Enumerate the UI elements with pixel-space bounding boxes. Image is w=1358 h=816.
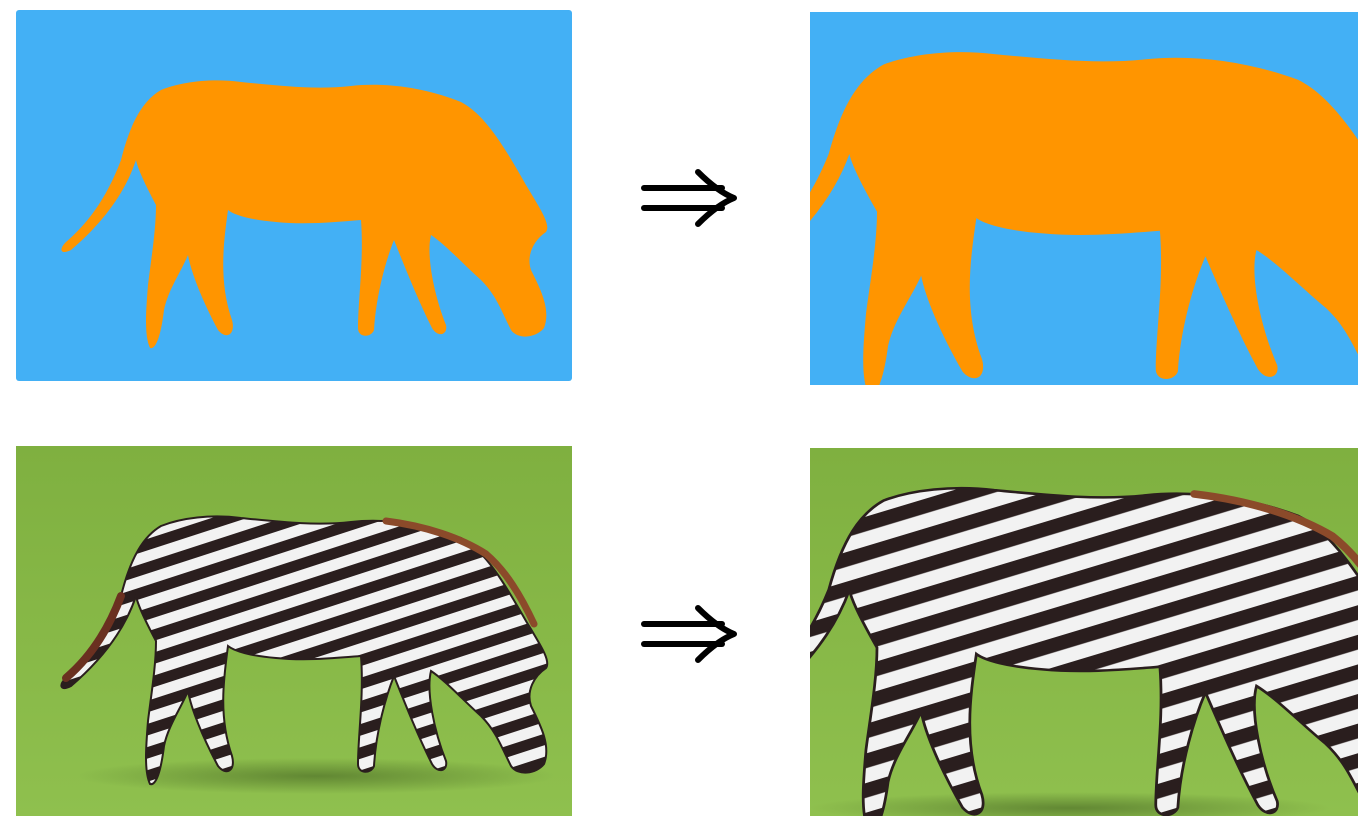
segmentation-mask-transformed-image (810, 12, 1358, 385)
zebra-tail (62, 592, 125, 682)
double-right-arrow-icon (641, 605, 737, 663)
zebra-mane (382, 517, 538, 628)
zebra (810, 486, 1358, 816)
zebra-photo-transformed (810, 448, 1358, 816)
double-right-arrow-icon (641, 169, 737, 227)
zebra (60, 515, 549, 786)
zebra-photo-transformed-image (810, 448, 1358, 816)
segmentation-mask-image (16, 10, 572, 381)
segmentation-mask-source (16, 10, 572, 381)
zebra-photo-source (16, 446, 572, 816)
zebra-shadow (810, 792, 1330, 816)
zebra-mane (1190, 490, 1358, 568)
zebra-photo-image (16, 446, 572, 816)
segmentation-mask-transformed (810, 12, 1358, 385)
